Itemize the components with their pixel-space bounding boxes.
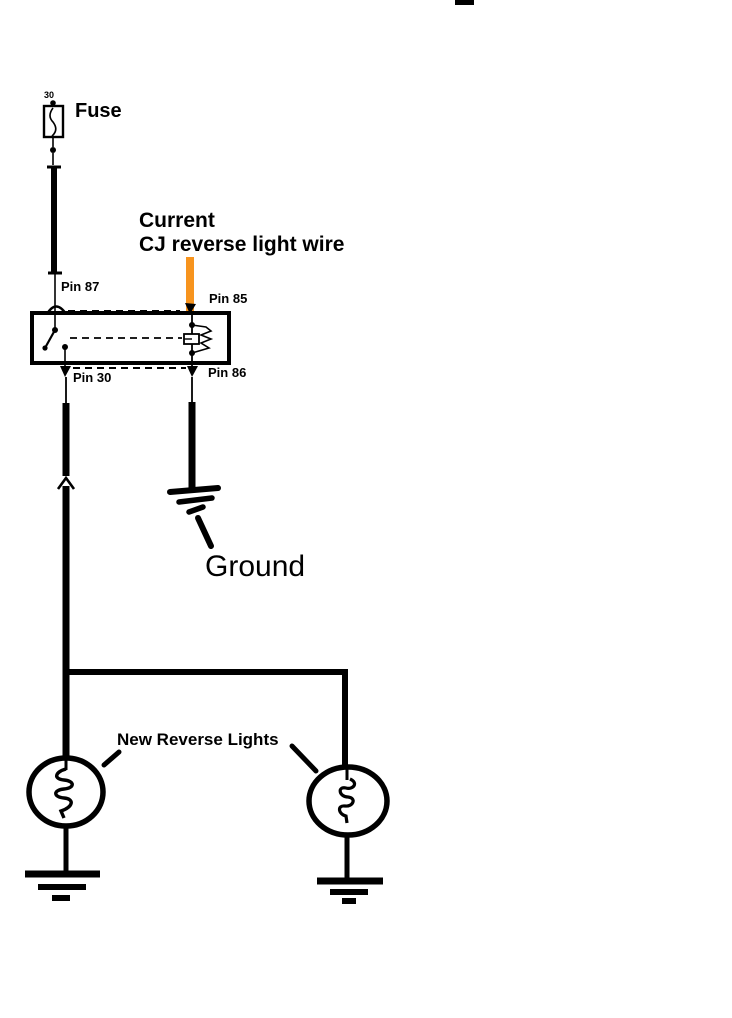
relay-box	[30, 303, 231, 377]
nrl-pointer-left	[101, 749, 122, 768]
pin30-arrowhead	[60, 366, 71, 377]
fuse-label: Fuse	[75, 100, 122, 122]
pin-87-label: Pin 87	[61, 279, 100, 294]
relay-switch-icon	[42, 327, 68, 371]
ground-label: Ground	[205, 550, 306, 583]
right-ground-icon	[317, 877, 383, 904]
pin30-lamp-wire	[56, 377, 348, 770]
relay-ground-icon	[167, 485, 221, 515]
flow-direction-arrow	[56, 475, 76, 490]
nrl-pointer-right	[289, 743, 319, 774]
fuse-icon	[42, 100, 65, 165]
left-ground-icon	[25, 870, 100, 901]
pin-85-label: Pin 85	[209, 291, 248, 306]
pin85-arrowhead	[185, 303, 196, 314]
feed-wire	[47, 165, 62, 330]
pin-86-label: Pin 86	[208, 365, 247, 380]
filament-icon	[337, 777, 357, 824]
pin87-entry-arc	[45, 305, 67, 315]
ground-pointer-line	[195, 515, 214, 549]
relay-coil-icon	[183, 314, 214, 371]
pin86-arrowhead	[187, 366, 198, 377]
fuse-terminal-30-label: 30	[44, 90, 55, 100]
left-reverse-lamp-icon	[26, 755, 106, 873]
pin-30-label: Pin 30	[73, 370, 112, 385]
new-reverse-lights-label: New Reverse Lights	[117, 730, 279, 749]
filament-icon	[54, 767, 74, 819]
current-wire-label-line1: Current	[139, 209, 215, 232]
right-reverse-lamp-icon	[306, 764, 390, 880]
top-crop-mark	[455, 0, 474, 5]
current-wire-label-line2: CJ reverse light wire	[139, 233, 345, 256]
